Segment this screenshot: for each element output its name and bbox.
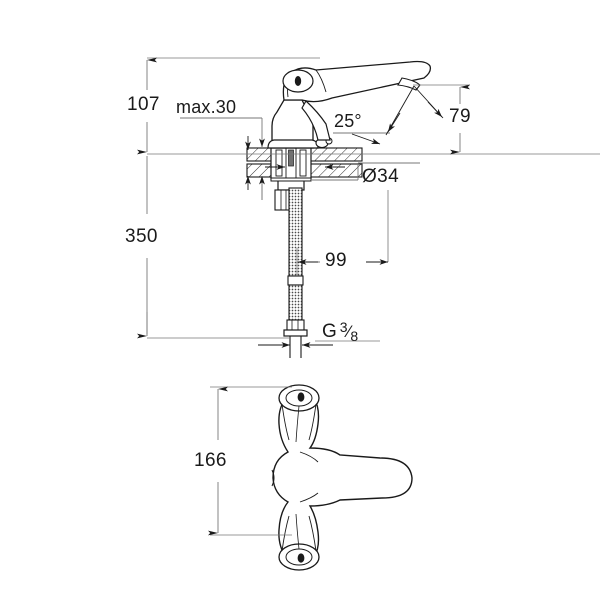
thread-slash: ⁄ (347, 322, 351, 341)
dimension-79 (385, 84, 470, 155)
dimension-label-166: 166 (194, 450, 227, 471)
dimension-99 (296, 248, 388, 276)
top-plan-view (208, 384, 413, 571)
thread-fraction: 3⁄8 (339, 319, 359, 344)
thread-prefix-label: G (322, 321, 337, 342)
hose-end-connector (283, 319, 308, 358)
lever-handle-side (282, 60, 432, 103)
lever-handle-top (271, 384, 413, 571)
flexible-hose-upper (288, 187, 303, 277)
hose-mid-coupling (287, 275, 304, 286)
dimension-label-350: 350 (125, 226, 158, 247)
flexible-hose-lower (288, 284, 303, 321)
thread-denominator: 8 (350, 328, 359, 344)
dimension-label-79: 79 (449, 106, 471, 127)
dimension-label-99: 99 (325, 250, 347, 271)
dimension-d34 (312, 162, 420, 262)
hex-nut (274, 189, 292, 211)
dimension-max30 (180, 117, 265, 200)
deck-thickness-ticks (245, 136, 345, 190)
dimension-label-max30: max.30 (176, 97, 237, 117)
thread-numerator: 3 (339, 319, 348, 335)
dimension-350 (137, 156, 290, 339)
side-elevation-view (137, 57, 600, 358)
spout-arm (301, 77, 421, 141)
dimension-166 (208, 386, 292, 536)
dimension-g38 (258, 340, 380, 348)
dimension-25deg (333, 132, 390, 145)
dimension-107 (137, 57, 600, 155)
dimension-label-spout-angle: 25° (334, 111, 362, 131)
dimension-label-diameter-34: Ø34 (362, 166, 400, 187)
dimension-label-107: 107 (127, 94, 160, 115)
